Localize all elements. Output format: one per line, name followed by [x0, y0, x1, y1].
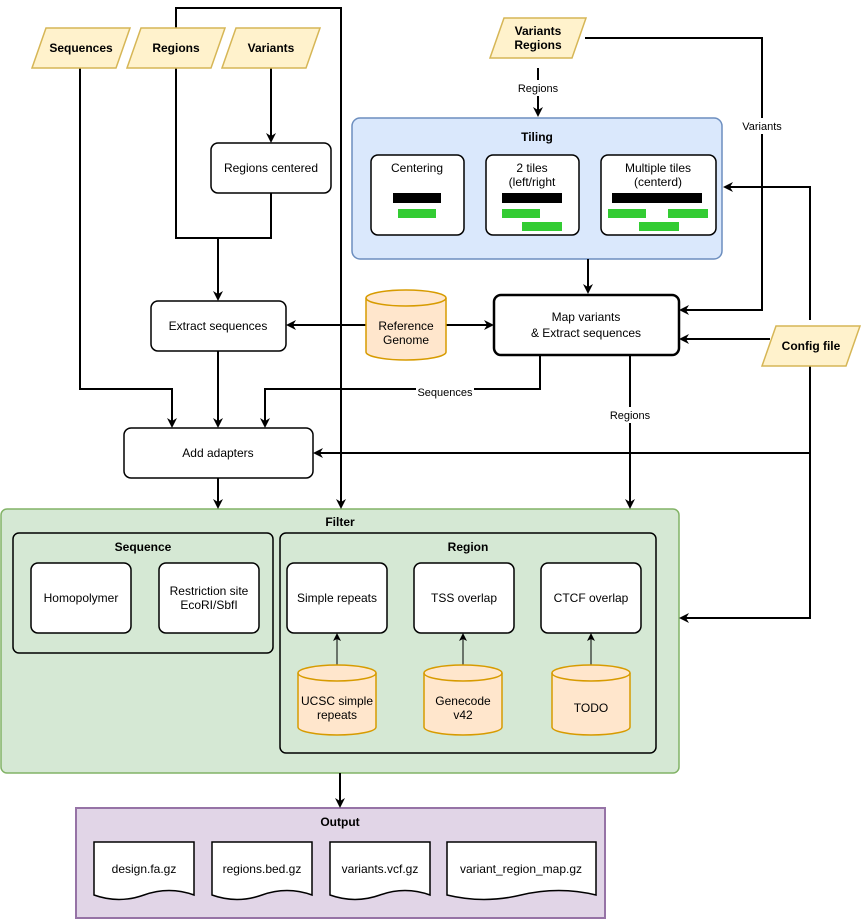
edge-sequences-to-adapters: [79, 68, 177, 428]
svg-text:UCSC simple: UCSC simple: [301, 694, 373, 708]
tile-multi-green-left: [608, 209, 646, 218]
svg-text:TSS overlap: TSS overlap: [431, 591, 497, 605]
tile-multi-green-right: [668, 209, 708, 218]
svg-text:2 tiles: 2 tiles: [516, 161, 547, 175]
svg-text:Variants: Variants: [515, 24, 562, 38]
svg-text:variants.vcf.gz: variants.vcf.gz: [342, 862, 419, 876]
svg-text:Extract sequences: Extract sequences: [169, 319, 268, 333]
svg-text:Multiple tiles: Multiple tiles: [625, 161, 691, 175]
svg-text:repeats: repeats: [317, 708, 357, 722]
tile-multi-region-bar: [612, 193, 702, 203]
svg-text:(centerd): (centerd): [634, 175, 682, 189]
output-file-variant-region-map: variant_region_map.gz: [446, 841, 597, 901]
svg-text:Add adapters: Add adapters: [182, 446, 253, 460]
edge-regions-to-filter: [175, 7, 346, 509]
svg-text:variant_region_map.gz: variant_region_map.gz: [460, 862, 582, 876]
svg-text:Config file: Config file: [782, 339, 841, 353]
node-add-adapters: Add adapters: [123, 427, 314, 479]
edge-map-to-adapters: [260, 355, 541, 428]
db-todo: TODO: [551, 664, 631, 736]
svg-text:regions.bed.gz: regions.bed.gz: [223, 862, 302, 876]
filter-simple-repeats: Simple repeats: [286, 562, 388, 634]
svg-text:& Extract sequences: & Extract sequences: [531, 326, 641, 340]
db-genecode-v42: Genecode v42: [423, 664, 503, 736]
output-file-regions: regions.bed.gz: [211, 841, 313, 901]
edge-label-variants: Variants: [742, 121, 782, 133]
output-title: Output: [320, 815, 359, 829]
filter-restriction-site: Restriction site EcoRI/SbfI: [158, 562, 260, 634]
edge-config-to-filter: [679, 453, 811, 623]
edge-config-to-adapters: [313, 358, 811, 458]
tile-two-tiles: 2 tiles (left/right: [485, 154, 580, 236]
filter-homopolymer: Homopolymer: [30, 562, 132, 634]
thin-edges: [333, 633, 595, 665]
node-extract-sequences: Extract sequences: [150, 300, 287, 352]
db-reference-genome: Reference Genome: [365, 289, 447, 361]
node-map-variants: Map variants & Extract sequences: [492, 293, 681, 357]
edges: [79, 7, 811, 808]
svg-text:Restriction site: Restriction site: [170, 584, 249, 598]
svg-text:Reference: Reference: [378, 319, 434, 333]
input-regions: Regions: [125, 27, 227, 69]
svg-text:CTCF overlap: CTCF overlap: [554, 591, 629, 605]
tile-two-region-bar: [502, 193, 562, 203]
svg-text:TODO: TODO: [574, 701, 608, 715]
tile-centering-region-bar: [393, 193, 441, 203]
svg-text:v42: v42: [453, 708, 473, 722]
edge-label-regions-mid: Regions: [610, 410, 651, 422]
sequence-filter-group: [12, 532, 274, 654]
svg-text:Simple repeats: Simple repeats: [297, 591, 377, 605]
sequence-filter-title: Sequence: [115, 540, 172, 554]
svg-text:design.fa.gz: design.fa.gz: [112, 862, 177, 876]
svg-text:Homopolymer: Homopolymer: [44, 591, 119, 605]
tile-centering: Centering: [370, 154, 465, 236]
svg-text:EcoRI/SbfI: EcoRI/SbfI: [180, 598, 237, 612]
filter-ctcf-overlap: CTCF overlap: [540, 562, 642, 634]
svg-text:Regions centered: Regions centered: [224, 161, 318, 175]
input-config-file: Config file: [760, 325, 862, 367]
region-filter-group: [279, 532, 657, 754]
edge-variantsregions-to-map: [585, 37, 763, 315]
edge-regions-centered-to-extract: [213, 193, 272, 301]
svg-text:Variants: Variants: [248, 41, 295, 55]
node-regions-centered: Regions centered: [210, 142, 332, 194]
tile-two-green-left: [502, 209, 540, 218]
svg-text:Genome: Genome: [383, 333, 429, 347]
input-sequences: Sequences: [30, 27, 132, 69]
output-file-variants: variants.vcf.gz: [329, 841, 431, 901]
edge-label-sequences: Sequences: [417, 387, 473, 399]
svg-text:Map variants: Map variants: [552, 310, 621, 324]
tile-multi-green-center: [639, 222, 679, 231]
svg-text:Sequences: Sequences: [49, 41, 113, 55]
input-variants: Variants: [220, 27, 322, 69]
filter-title: Filter: [325, 515, 355, 529]
tile-centering-green-bar: [398, 209, 436, 218]
tiling-title: Tiling: [521, 130, 553, 144]
svg-text:Regions: Regions: [514, 38, 562, 52]
svg-text:Regions: Regions: [152, 41, 200, 55]
edge-regions-to-extract: [175, 68, 218, 239]
edge-label-regions-top: Regions: [518, 83, 559, 95]
svg-text:(left/right: (left/right: [509, 175, 556, 189]
tile-two-green-right: [522, 222, 562, 231]
output-file-design: design.fa.gz: [93, 841, 195, 901]
edge-config-to-tiling: [723, 182, 811, 320]
input-variants-regions: Variants Regions: [488, 17, 588, 59]
tile-multiple-tiles: Multiple tiles (centerd): [600, 154, 717, 236]
db-ucsc-simple-repeats: UCSC simple repeats: [297, 664, 377, 736]
svg-text:Centering: Centering: [391, 161, 443, 175]
svg-text:Genecode: Genecode: [435, 694, 491, 708]
region-filter-title: Region: [448, 540, 489, 554]
filter-tss-overlap: TSS overlap: [413, 562, 515, 634]
